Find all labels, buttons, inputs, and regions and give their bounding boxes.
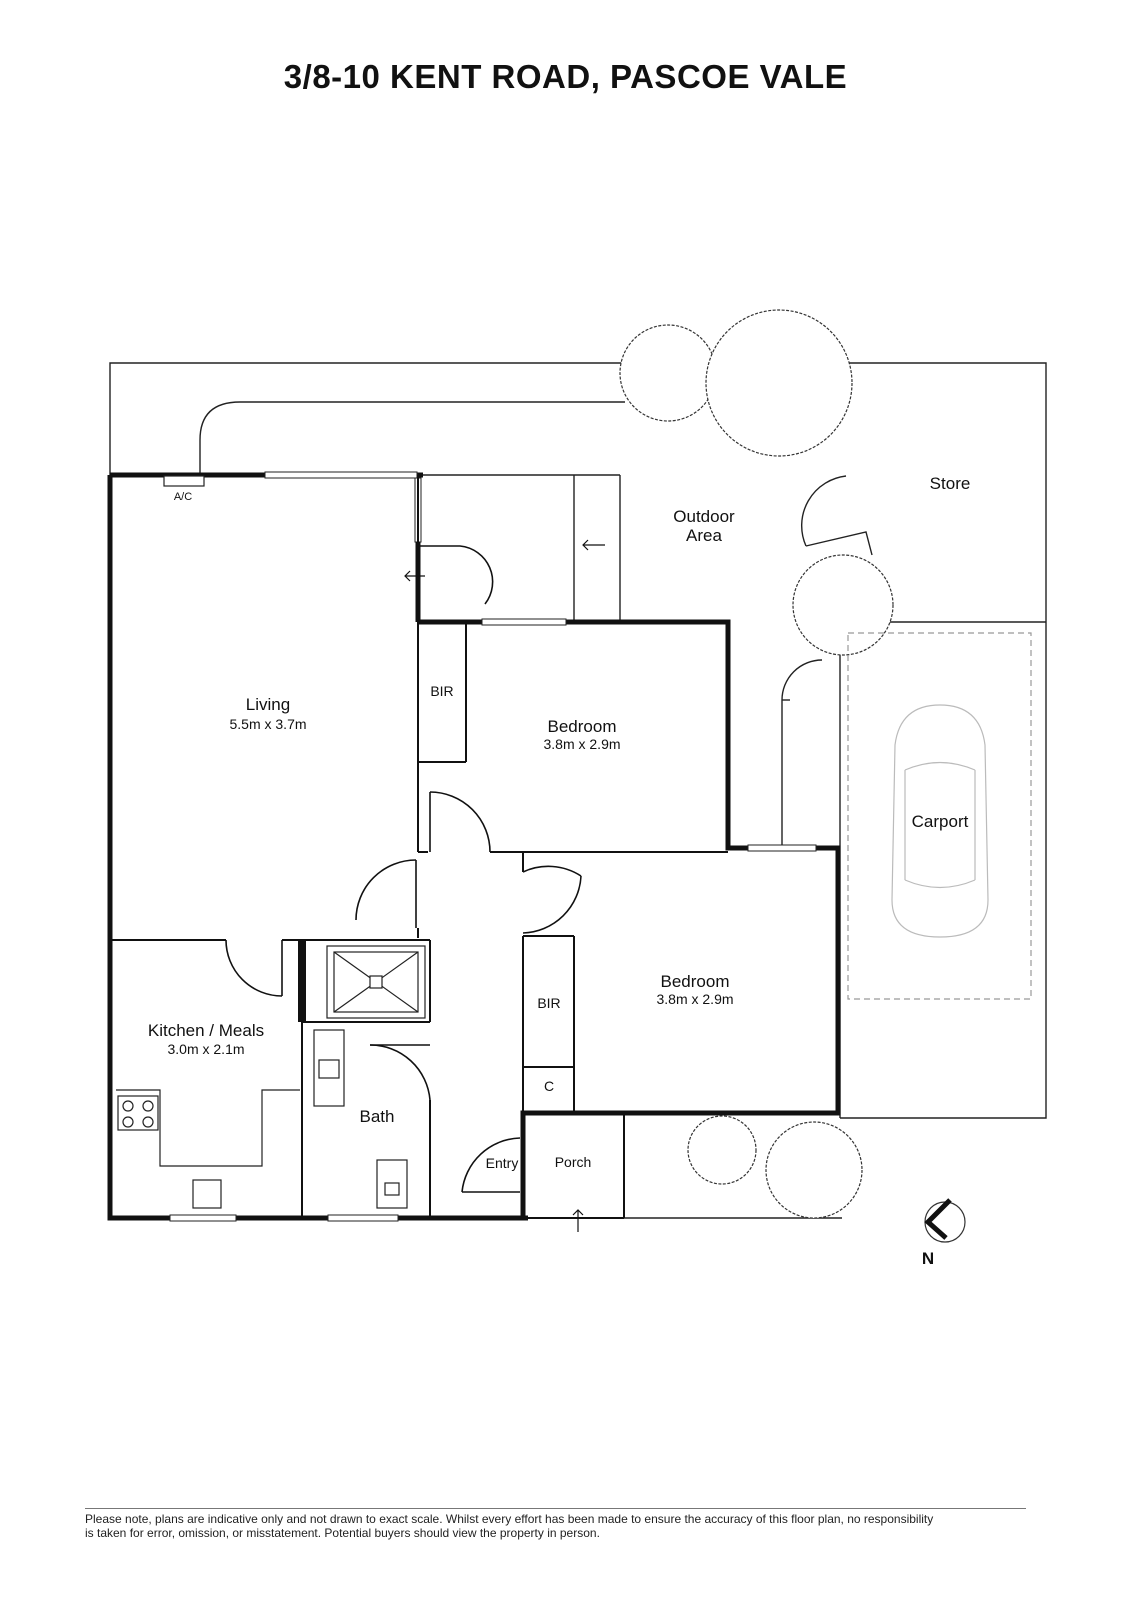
bedroom1-dims: 3.8m x 2.9m xyxy=(543,736,620,752)
kitchen-dims: 3.0m x 2.1m xyxy=(167,1041,244,1057)
toilet xyxy=(376,1159,408,1209)
kitchen-bench xyxy=(116,1089,300,1209)
cupboard-label: C xyxy=(544,1078,554,1094)
bedroom2-dims: 3.8m x 2.9m xyxy=(656,991,733,1007)
bedroom2-label: Bedroom xyxy=(661,972,730,991)
windows xyxy=(169,471,817,1222)
disclaimer: Please note, plans are indicative only a… xyxy=(85,1512,1035,1540)
car-icon xyxy=(891,704,989,938)
cooktop-icon xyxy=(117,1095,159,1131)
bir2-label: BIR xyxy=(537,995,560,1011)
external-walls xyxy=(107,472,841,1221)
disclaimer-line2: is taken for error, omission, or misstat… xyxy=(85,1526,600,1540)
entry-arrows xyxy=(404,539,605,1232)
living-dims: 5.5m x 3.7m xyxy=(229,716,306,732)
outdoor-label-line2: Area xyxy=(686,526,722,545)
living-label: Living xyxy=(246,695,290,714)
vanity xyxy=(313,1029,345,1107)
outdoor-label-line1: Outdoor xyxy=(673,507,735,526)
trees xyxy=(619,309,894,1219)
store-gate xyxy=(801,475,873,556)
ac-unit xyxy=(163,475,205,487)
compass-icon xyxy=(924,1198,966,1243)
compass-label: N xyxy=(922,1249,934,1268)
ac-label: A/C xyxy=(174,491,192,503)
bir1-label: BIR xyxy=(430,683,453,699)
internal-walls xyxy=(110,475,728,1219)
bedroom1-label: Bedroom xyxy=(548,717,617,736)
disclaimer-divider xyxy=(85,1508,1026,1509)
carport-label: Carport xyxy=(912,812,969,831)
kitchen-label: Kitchen / Meals xyxy=(148,1021,264,1040)
carport-gate xyxy=(781,659,823,701)
doors xyxy=(225,545,582,1193)
porch-label: Porch xyxy=(555,1154,592,1170)
disclaimer-line1: Please note, plans are indicative only a… xyxy=(85,1512,934,1526)
store-label: Store xyxy=(930,474,971,493)
carport-outline xyxy=(847,632,1032,1000)
page-title: 3/8-10 KENT ROAD, PASCOE VALE xyxy=(283,58,848,95)
shower xyxy=(326,945,426,1019)
bath-label: Bath xyxy=(360,1107,395,1126)
site-boundary xyxy=(109,362,1047,1219)
entry-label: Entry xyxy=(486,1155,519,1171)
